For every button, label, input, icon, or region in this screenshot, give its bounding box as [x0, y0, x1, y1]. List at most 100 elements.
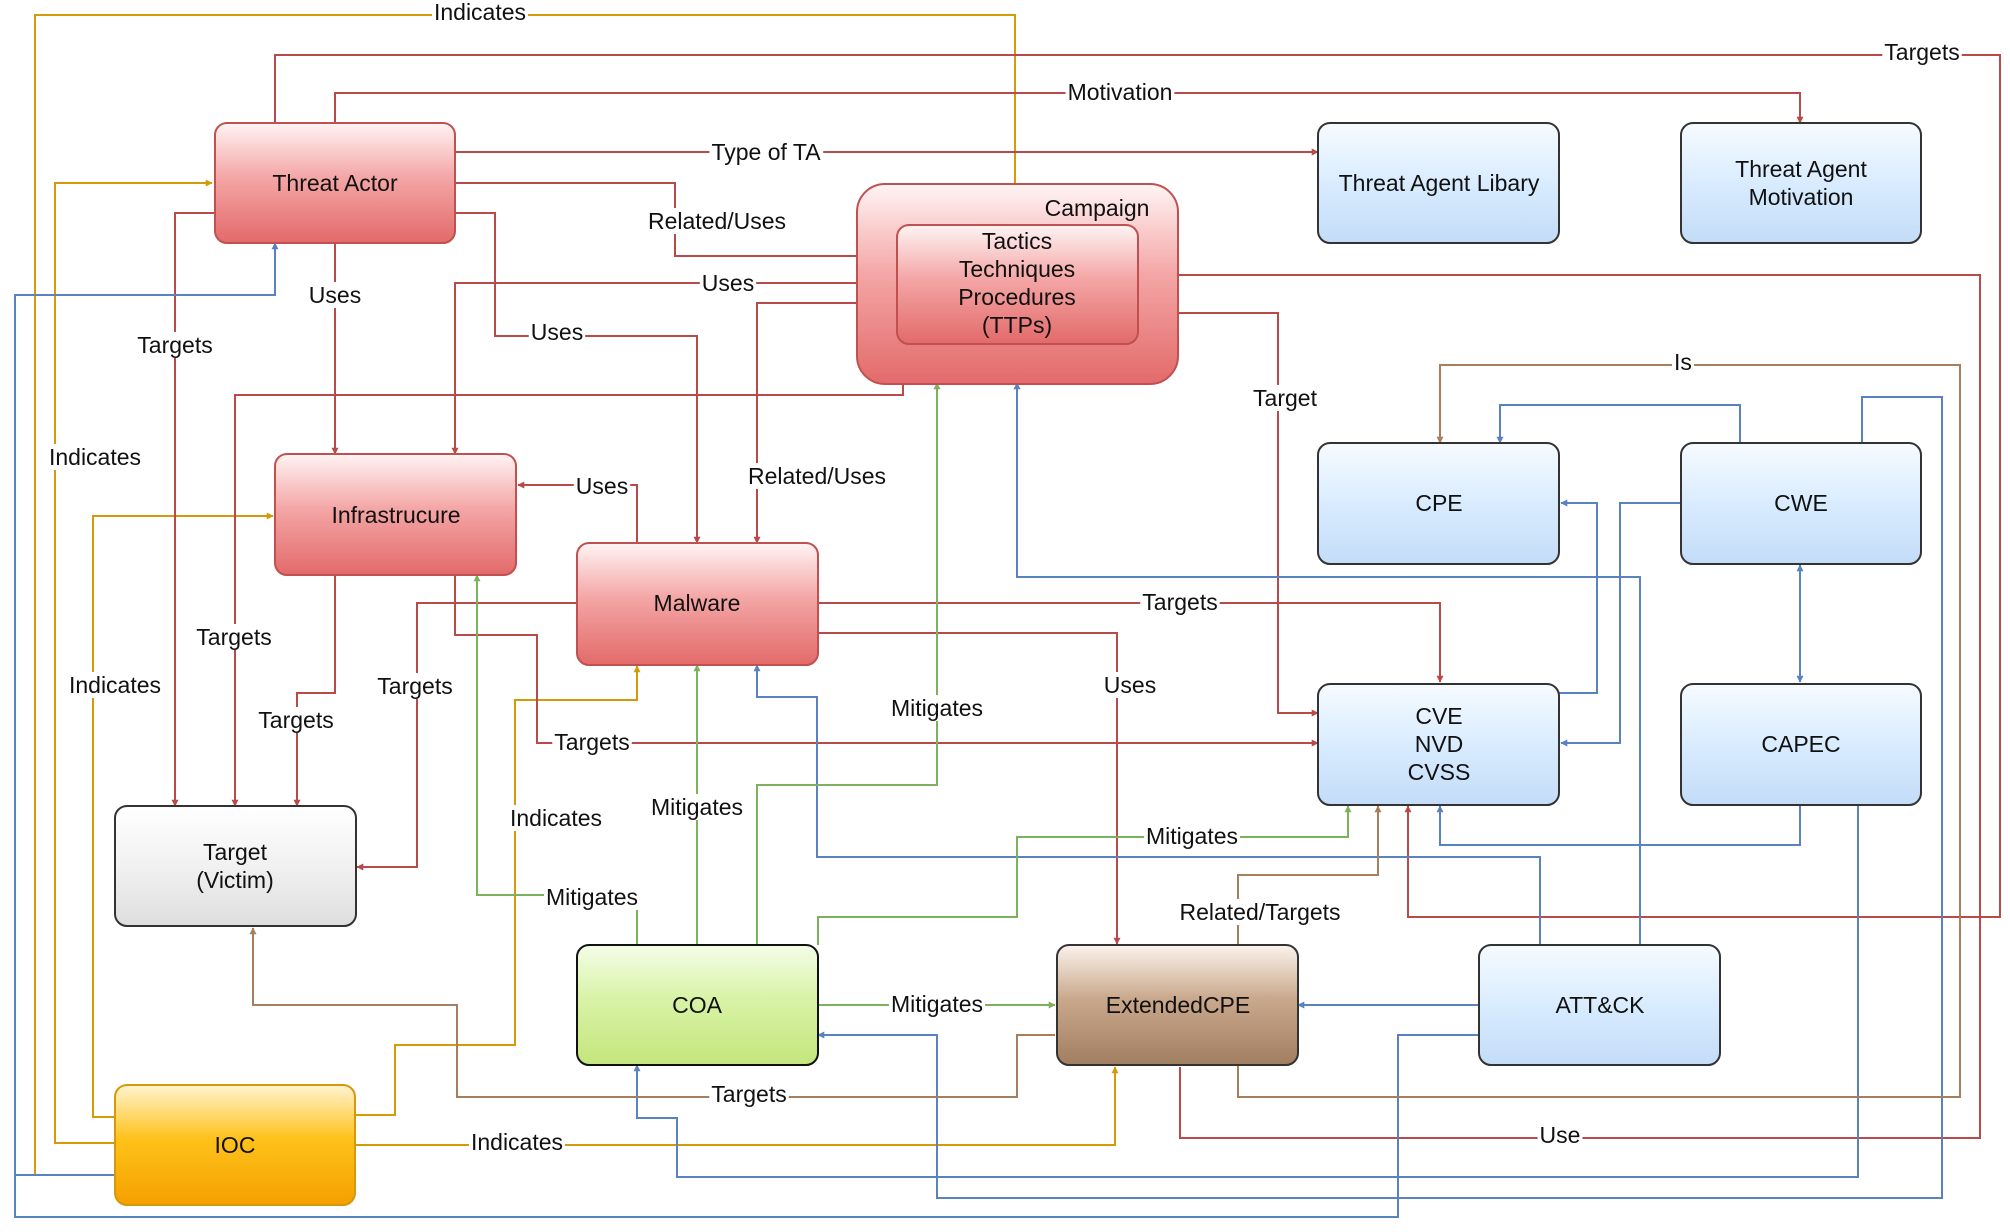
nodes: Campaign Tactics Techniques Procedures (… — [114, 122, 1922, 1206]
threat-agent-motivation-node[interactable]: Threat Agent Motivation — [1680, 122, 1922, 244]
edge-label-indicates-ioc-infra: Indicates — [69, 672, 161, 698]
edge-label-target-ttps-cve: Target — [1253, 385, 1318, 411]
edge-label-uses-ttps-infra: Uses — [702, 270, 754, 296]
edge-label-targets-infra-cve: Targets — [554, 729, 629, 755]
edge-extendedcpe-targets-target — [249, 927, 1055, 1098]
cve-label-line-1: CVE — [1415, 703, 1462, 729]
threat-actor-node[interactable]: Threat Actor — [214, 122, 456, 244]
cpe-node[interactable]: CPE — [1317, 442, 1560, 565]
edge-label-related-uses-ttps: Related/Uses — [648, 208, 786, 234]
ioc-label: IOC — [215, 1132, 256, 1158]
cve-node[interactable]: CVE NVD CVSS — [1317, 683, 1560, 806]
edge-label-background — [507, 805, 605, 831]
edge-label-targets-malware-cve: Targets — [1142, 589, 1217, 615]
edge-label-mitigates-extendedcpe: Mitigates — [891, 991, 983, 1017]
edge-label-mitigates-infra: Mitigates — [546, 884, 638, 910]
cve-label-line-2: NVD — [1415, 731, 1464, 757]
edge-malware-uses-infrastructure — [517, 481, 638, 543]
edge-label-background — [573, 473, 631, 499]
ttps-label-line-1: Tactics — [982, 228, 1052, 254]
edge-malware-targets-cve — [818, 602, 1444, 683]
threat-agent-library-label: Threat Agent Libary — [1339, 170, 1540, 196]
edge-threat-actor-targets-cve — [274, 54, 2001, 918]
edge-malware-uses-extendedcpe — [818, 632, 1121, 945]
extendedcpe-label: ExtendedCPE — [1106, 992, 1250, 1018]
edge-malware-targets-target — [356, 602, 577, 871]
edge-labels: Indicates Targets Motivation Type of TA … — [46, 0, 1962, 1155]
cwe-label: CWE — [1774, 490, 1828, 516]
threat-actor-label: Threat Actor — [272, 170, 398, 196]
edge-label-background — [1140, 589, 1220, 615]
edge-ttps-targets-cpe — [1140, 274, 1981, 1139]
edge-cwe-coa-loop — [817, 396, 1943, 1199]
ttps-node[interactable]: Tactics Techniques Procedures (TTPs) — [896, 224, 1139, 345]
edge-label-targets-campaign-target: Targets — [196, 624, 271, 650]
cwe-node[interactable]: CWE — [1680, 442, 1922, 565]
extendedcpe-node[interactable]: ExtendedCPE — [1056, 944, 1299, 1066]
malware-label: Malware — [654, 590, 741, 616]
edge-label-indicates-ioc-malware: Indicates — [510, 805, 602, 831]
edge-label-motivation: Motivation — [1068, 79, 1173, 105]
edge-label-targets-malware-target: Targets — [377, 673, 452, 699]
edge-label-mitigates-ttps: Mitigates — [891, 695, 983, 721]
edge-label-targets-infra-target: Targets — [258, 707, 333, 733]
infrastructure-node[interactable]: Infrastrucure — [274, 453, 517, 576]
infrastructure-label: Infrastrucure — [331, 502, 460, 528]
threat-agent-motivation-label-line-2: Motivation — [1749, 184, 1854, 210]
edge-label-related-uses-malware: Related/Uses — [748, 463, 886, 489]
edge-capec-cve — [1436, 805, 1801, 846]
edge-ioc-indicates-malware — [353, 665, 641, 1116]
edge-label-background — [375, 673, 455, 699]
malware-node[interactable]: Malware — [576, 542, 819, 666]
coa-node[interactable]: COA — [576, 944, 819, 1066]
edge-label-background — [1143, 823, 1241, 849]
edge-label-targets-top: Targets — [1884, 39, 1959, 65]
edge-label-background — [709, 1081, 789, 1107]
edge-threat-actor-targets-target — [171, 212, 215, 807]
coa-label: COA — [672, 992, 723, 1018]
ioc-node[interactable]: IOC — [114, 1084, 356, 1206]
edge-ioc-indicates-threat-actor — [54, 179, 213, 1144]
edge-label-targets-ta-target: Targets — [137, 332, 212, 358]
capec-node[interactable]: CAPEC — [1680, 683, 1922, 806]
edge-label-background — [46, 444, 144, 470]
edge-label-background — [745, 463, 889, 489]
edge-label-background — [1065, 79, 1175, 105]
edge-label-background — [543, 884, 641, 910]
cve-label-line-3: CVSS — [1408, 759, 1471, 785]
edge-label-background — [66, 672, 164, 698]
edge-coa-mitigates-cve — [817, 805, 1352, 945]
target-victim-node[interactable]: Target (Victim) — [114, 805, 357, 927]
edge-label-background — [194, 624, 274, 650]
edge-infrastructure-targets-target — [293, 575, 336, 807]
edge-label-background — [709, 139, 824, 165]
edge-label-uses-ta-malware: Uses — [531, 319, 583, 345]
edge-label-use: Use — [1540, 1122, 1581, 1148]
edge-capec-coa — [633, 806, 1859, 1178]
cpe-label: CPE — [1415, 490, 1462, 516]
edge-label-indicates-top: Indicates — [434, 0, 526, 25]
edge-label-uses-malware-infra: Uses — [576, 473, 628, 499]
edge-label-background — [888, 991, 986, 1017]
threat-agent-library-node[interactable]: Threat Agent Libary — [1317, 122, 1560, 244]
edge-label-indicates-bottom: Indicates — [471, 1129, 563, 1155]
edge-attck-ioc-blue — [14, 1034, 1478, 1218]
edge-extendedcpe-is-cpe — [1237, 364, 1961, 1098]
attck-label: ATT&CK — [1555, 992, 1645, 1018]
attck-node[interactable]: ATT&CK — [1478, 944, 1721, 1066]
capec-label: CAPEC — [1761, 731, 1840, 757]
edge-label-background — [699, 270, 757, 296]
edge-label-mitigates-cve: Mitigates — [1146, 823, 1238, 849]
edge-label-type-of-ta: Type of TA — [711, 139, 821, 165]
ttps-label-line-4: (TTPs) — [982, 312, 1052, 338]
ttps-label-line-2: Techniques — [959, 256, 1075, 282]
edge-label-related-targets: Related/Targets — [1179, 899, 1340, 925]
edge-label-background — [1537, 1122, 1583, 1148]
edge-label-background — [1101, 672, 1159, 698]
edge-label-background — [528, 319, 586, 345]
edge-ioc-indicates-extendedcpe — [353, 1066, 1119, 1146]
edge-label-background — [256, 707, 336, 733]
edge-label-background — [645, 208, 789, 234]
edge-ioc-blue-threat-actor — [14, 242, 279, 1176]
